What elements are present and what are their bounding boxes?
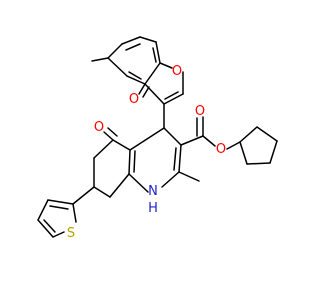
bond — [159, 62, 173, 69]
bond — [144, 83, 165, 105]
bond — [72, 186, 95, 205]
bond — [142, 86, 150, 98]
bond — [164, 91, 179, 100]
bond — [139, 36, 157, 43]
bond — [37, 219, 54, 238]
amine-nitrogen-label: N — [148, 184, 158, 199]
bond — [93, 186, 111, 198]
bond — [180, 135, 204, 146]
bond — [178, 171, 200, 182]
quinolinone-carbonyl-oxygen-label: O — [94, 120, 104, 135]
bond — [107, 43, 123, 59]
ester-oxygen-label: O — [216, 142, 226, 157]
bond — [109, 173, 130, 198]
bond — [202, 135, 216, 147]
bond — [112, 139, 131, 151]
bond — [103, 131, 114, 141]
bond — [47, 199, 74, 205]
bond — [72, 203, 77, 223]
bond — [107, 127, 118, 137]
bonds — [37, 36, 278, 238]
bond — [269, 140, 278, 164]
bond — [49, 205, 69, 210]
bond — [152, 47, 157, 63]
ring-oxygen-label: O — [172, 64, 182, 79]
bond — [133, 150, 136, 173]
amine-hydrogen-label: H — [148, 201, 158, 216]
thiophene-sulfur-label: S — [67, 226, 75, 241]
bond — [126, 75, 146, 85]
bond — [155, 41, 161, 64]
bond — [128, 149, 131, 175]
bond — [144, 62, 161, 85]
molecule-diagram: O O O O O S N H — [37, 36, 278, 241]
bond — [107, 57, 128, 77]
bond — [43, 219, 56, 233]
bond — [163, 93, 184, 105]
ester-carbonyl-oxygen-label: O — [195, 104, 205, 119]
bond — [173, 147, 177, 171]
bond — [128, 71, 142, 80]
structure-drawing: O O O O O S N H — [37, 36, 278, 241]
bond — [161, 171, 180, 188]
bond — [138, 83, 146, 95]
bond — [163, 127, 182, 146]
bond — [125, 43, 141, 51]
bond — [239, 141, 248, 165]
bond — [52, 231, 65, 238]
bond — [246, 162, 271, 165]
bond — [121, 36, 141, 45]
bond — [93, 139, 114, 159]
bond — [239, 126, 258, 143]
bond — [91, 57, 109, 62]
chromone-carbonyl-oxygen-label: O — [129, 92, 139, 107]
bond — [37, 199, 49, 221]
bond — [178, 144, 182, 173]
atom-labels: O O O O O S N H — [67, 64, 226, 241]
bond — [129, 127, 165, 151]
bond — [128, 173, 149, 193]
bond — [226, 141, 241, 150]
bond — [256, 126, 278, 142]
